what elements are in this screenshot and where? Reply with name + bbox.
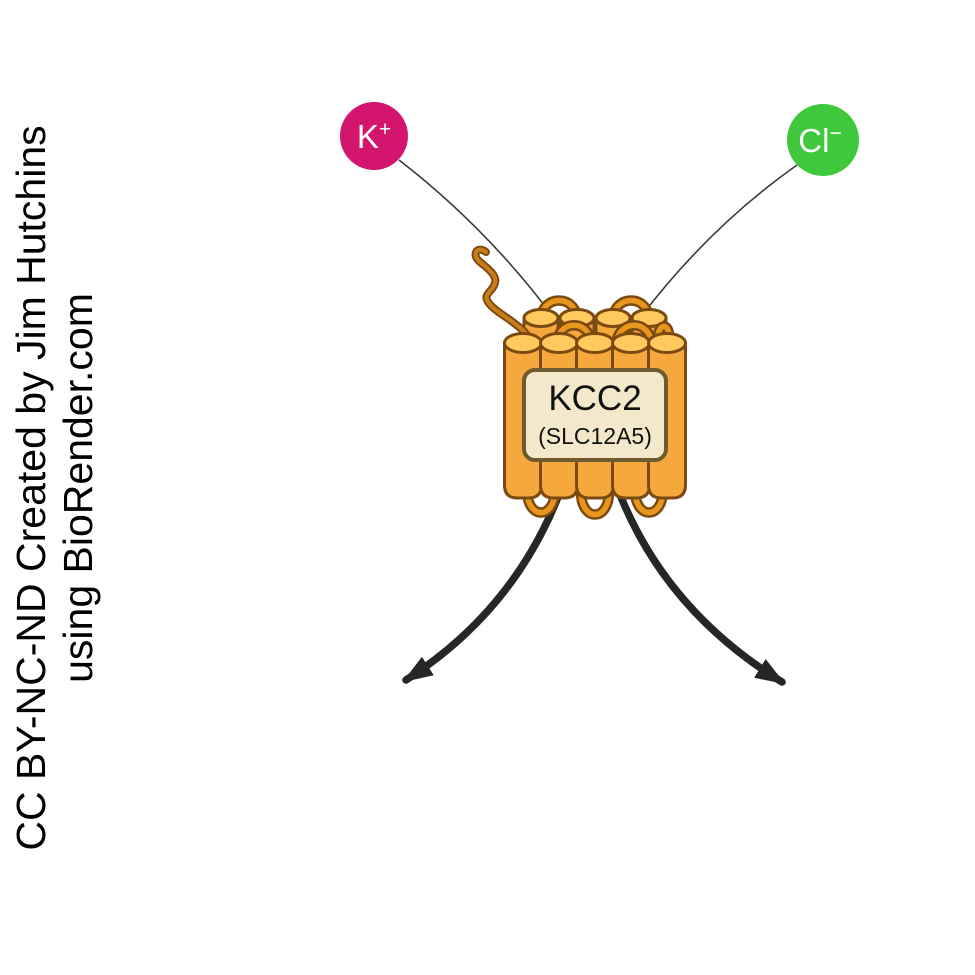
helix-top bbox=[647, 332, 687, 354]
back-loops bbox=[521, 295, 669, 520]
chloride-symbol: Cl bbox=[798, 122, 829, 159]
helix-top bbox=[575, 332, 615, 354]
kcc2-alt-name: (SLC12A5) bbox=[538, 423, 652, 449]
helix-top bbox=[539, 332, 579, 354]
loop-fill bbox=[524, 297, 666, 518]
helix-top bbox=[522, 308, 560, 328]
tail-fill bbox=[473, 247, 532, 341]
helix-top bbox=[594, 308, 632, 328]
chloride-label: Cl− bbox=[798, 122, 841, 159]
helix-top bbox=[503, 332, 543, 354]
potassium-ion: K+ bbox=[340, 102, 408, 170]
potassium-entry-line bbox=[398, 159, 555, 319]
kcc2-label-box bbox=[522, 368, 668, 462]
kcc2-name: KCC2 bbox=[548, 379, 641, 418]
chloride-entry-line bbox=[639, 164, 798, 319]
potassium-label: K+ bbox=[357, 118, 391, 155]
right-transport-arrow bbox=[617, 493, 786, 686]
potassium-charge: + bbox=[379, 118, 391, 141]
potassium-symbol: K bbox=[357, 118, 379, 155]
helix-top bbox=[611, 332, 651, 354]
chloride-charge: − bbox=[829, 122, 841, 145]
potassium-circle bbox=[340, 102, 408, 170]
chloride-circle bbox=[787, 104, 859, 176]
left-transport-arrow bbox=[402, 493, 562, 684]
kcc2-transporter: KCC2 (SLC12A5) bbox=[471, 245, 687, 520]
chloride-ion: Cl− bbox=[787, 104, 859, 176]
n-terminus-tail bbox=[471, 245, 533, 342]
